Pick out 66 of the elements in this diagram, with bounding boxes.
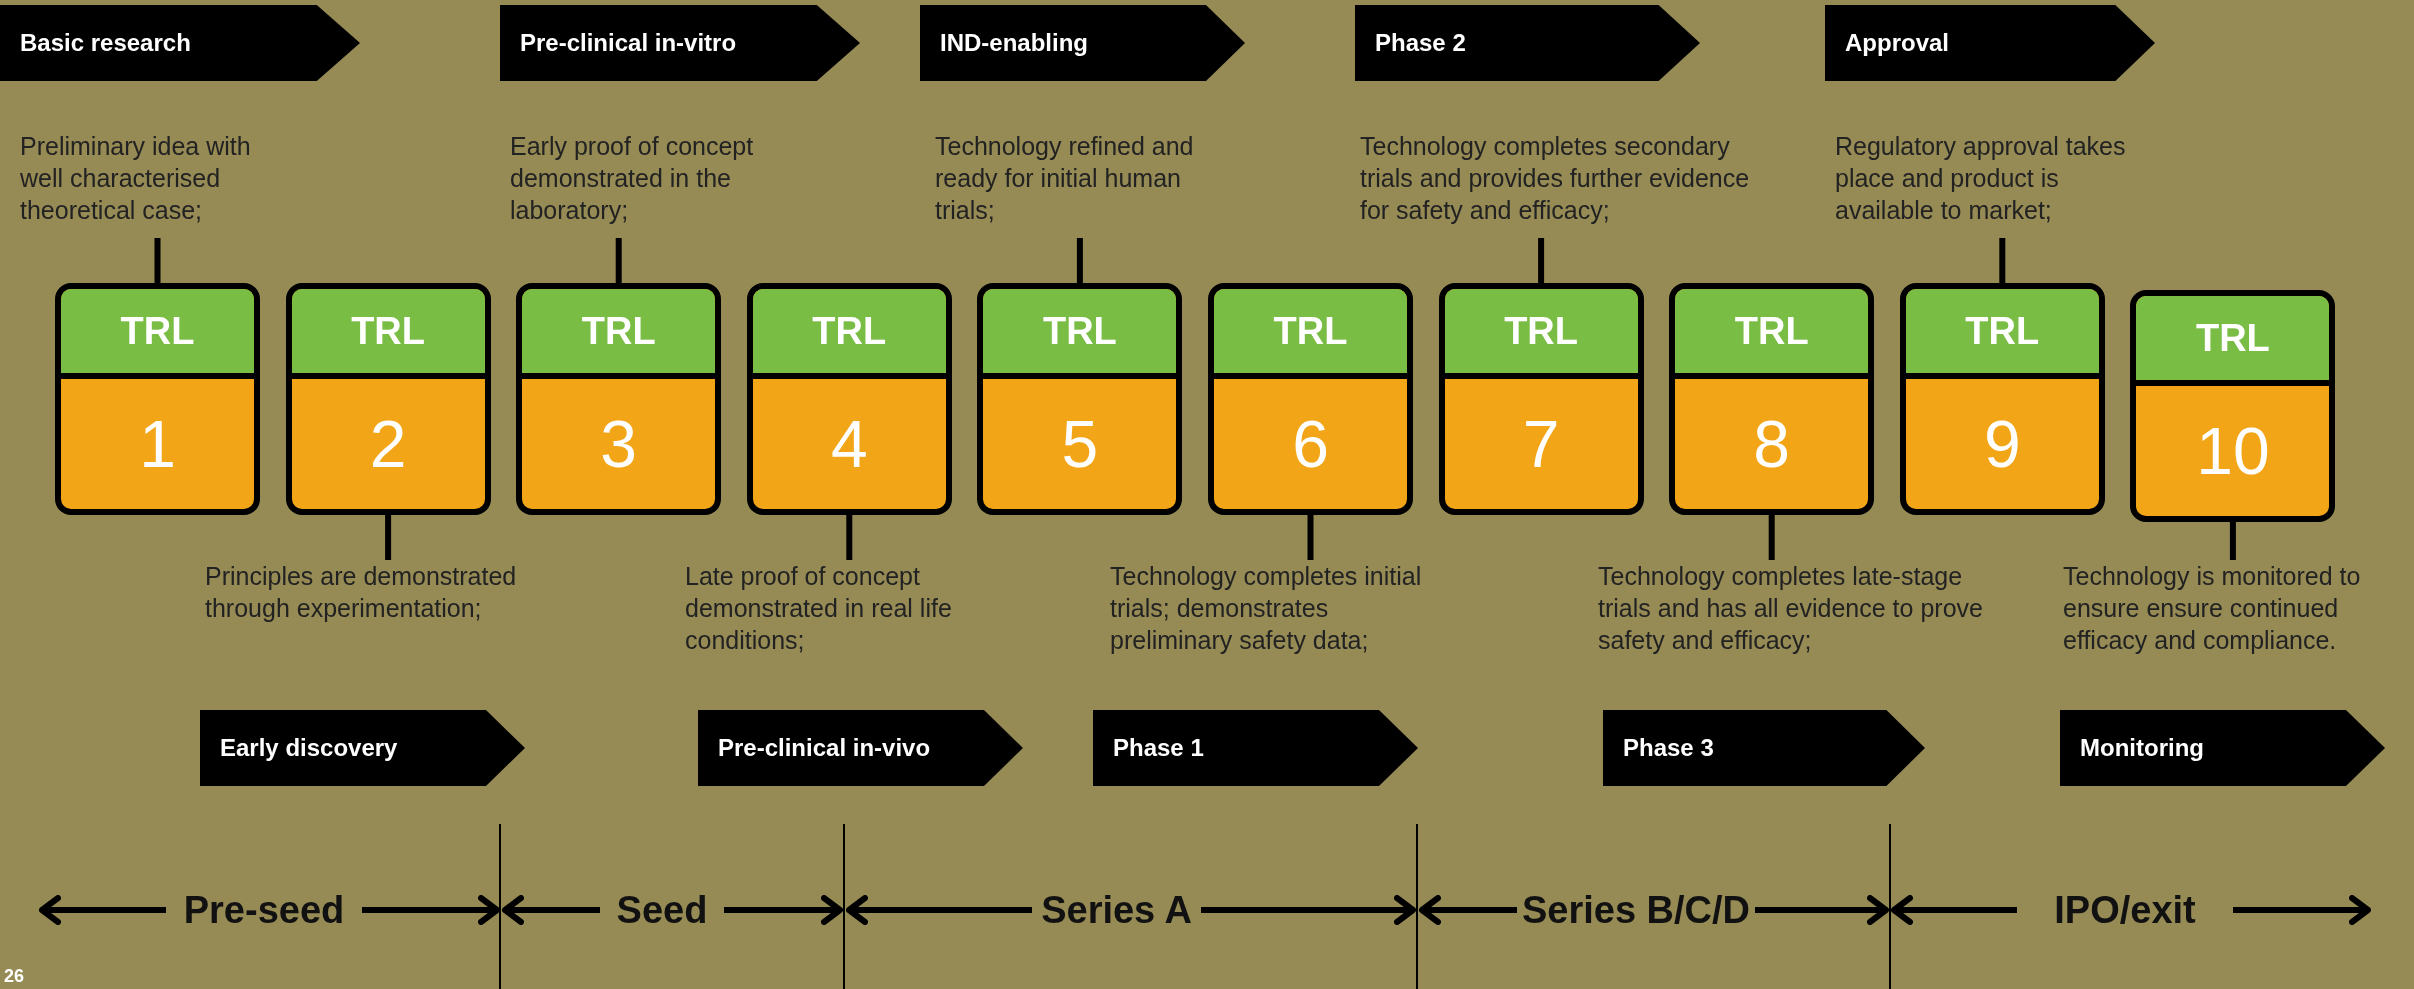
trl-header: TRL bbox=[291, 289, 485, 379]
trl-header: TRL bbox=[752, 289, 946, 379]
phase-chevron: Phase 1 bbox=[1093, 710, 1418, 786]
page-number: 26 bbox=[4, 966, 25, 987]
leader-line bbox=[846, 515, 853, 560]
trl-card bbox=[1899, 283, 2105, 515]
funding-stage-label: IPO/exit bbox=[2054, 888, 2196, 932]
leader-line bbox=[154, 238, 161, 283]
leader-line bbox=[2229, 522, 2236, 560]
level-number: 10 bbox=[2195, 413, 2271, 490]
trl-header: TRL bbox=[1444, 289, 1638, 379]
phase-chevron: Monitoring bbox=[2060, 710, 2385, 786]
level-number: 6 bbox=[1291, 406, 1330, 483]
funding-stage-label: Pre-seed bbox=[183, 888, 345, 932]
leader-line bbox=[1538, 238, 1545, 283]
trl-card bbox=[55, 283, 260, 515]
level-number: 4 bbox=[829, 406, 869, 483]
funding-stage-label: Series A bbox=[1041, 888, 1192, 932]
leader-line bbox=[1999, 238, 2006, 283]
description-text: Technology completes secondary trials and provides further evidence for safety and efficacy; bbox=[1360, 130, 1778, 238]
description-text: Regulatory approval takes place and product is available to market; bbox=[1835, 130, 2147, 238]
phase-chevron: Basic research bbox=[0, 5, 360, 81]
trl-header: TRL bbox=[1214, 289, 1407, 379]
description-text: Technology is monitored to ensure ensure continued efficacy and compliance. bbox=[2063, 560, 2408, 666]
phase-chevron: Pre-clinical in-vitro bbox=[500, 5, 860, 81]
leader-line bbox=[385, 515, 392, 560]
level-number: 9 bbox=[1982, 406, 2022, 483]
phase-chevron: Pre-clinical in-vivo bbox=[698, 710, 1023, 786]
trl-header: TRL bbox=[1675, 289, 1869, 379]
trl-header: TRL bbox=[61, 289, 254, 379]
phase-chevron: Early discovery bbox=[200, 710, 525, 786]
level-number: 2 bbox=[368, 406, 408, 483]
description-text: Principles are demonstrated through experimentation; bbox=[205, 560, 565, 666]
trl-header: TRL bbox=[2136, 296, 2330, 386]
description-text: Technology completes initial trials; demonstrates preliminary safety data; bbox=[1110, 560, 1422, 666]
funding-stage-label: Series B/C/D bbox=[1521, 888, 1751, 932]
level-number: 1 bbox=[138, 406, 177, 483]
trl-card bbox=[2130, 290, 2336, 522]
description-text: Technology completes late-stage trials and has all evidence to prove safety and efficacy; bbox=[1598, 560, 1996, 666]
level-number: 7 bbox=[1521, 406, 1561, 483]
trl-card bbox=[1438, 283, 1644, 515]
trl-card bbox=[977, 283, 1183, 515]
leader-line bbox=[1768, 515, 1775, 560]
phase-chevron: IND-enabling bbox=[920, 5, 1245, 81]
trl-card bbox=[516, 283, 722, 515]
trl-header: TRL bbox=[1905, 289, 2099, 379]
leader-line bbox=[1076, 238, 1083, 283]
phase-chevron: Approval bbox=[1825, 5, 2155, 81]
trl-header: TRL bbox=[522, 289, 716, 379]
trl-card bbox=[746, 283, 952, 515]
phase-chevron: Phase 3 bbox=[1603, 710, 1925, 786]
funding-stage-label: Seed bbox=[616, 888, 708, 932]
level-number: 8 bbox=[1752, 406, 1792, 483]
description-text: Preliminary idea with well characterised theoretical case; bbox=[20, 130, 282, 238]
trl-header: TRL bbox=[983, 289, 1177, 379]
trl-card bbox=[1208, 283, 1413, 515]
description-text: Early proof of concept demonstrated in the laboratory; bbox=[510, 130, 782, 238]
trl-card bbox=[285, 283, 491, 515]
level-number: 3 bbox=[599, 406, 639, 483]
leader-line bbox=[1307, 515, 1314, 560]
description-text: Late proof of concept demonstrated in real life conditions; bbox=[685, 560, 985, 666]
phase-chevron: Phase 2 bbox=[1355, 5, 1700, 81]
trl-card bbox=[1669, 283, 1875, 515]
level-number: 5 bbox=[1060, 406, 1100, 483]
description-text: Technology refined and ready for initial human trials; bbox=[935, 130, 1220, 238]
leader-line bbox=[615, 238, 622, 283]
